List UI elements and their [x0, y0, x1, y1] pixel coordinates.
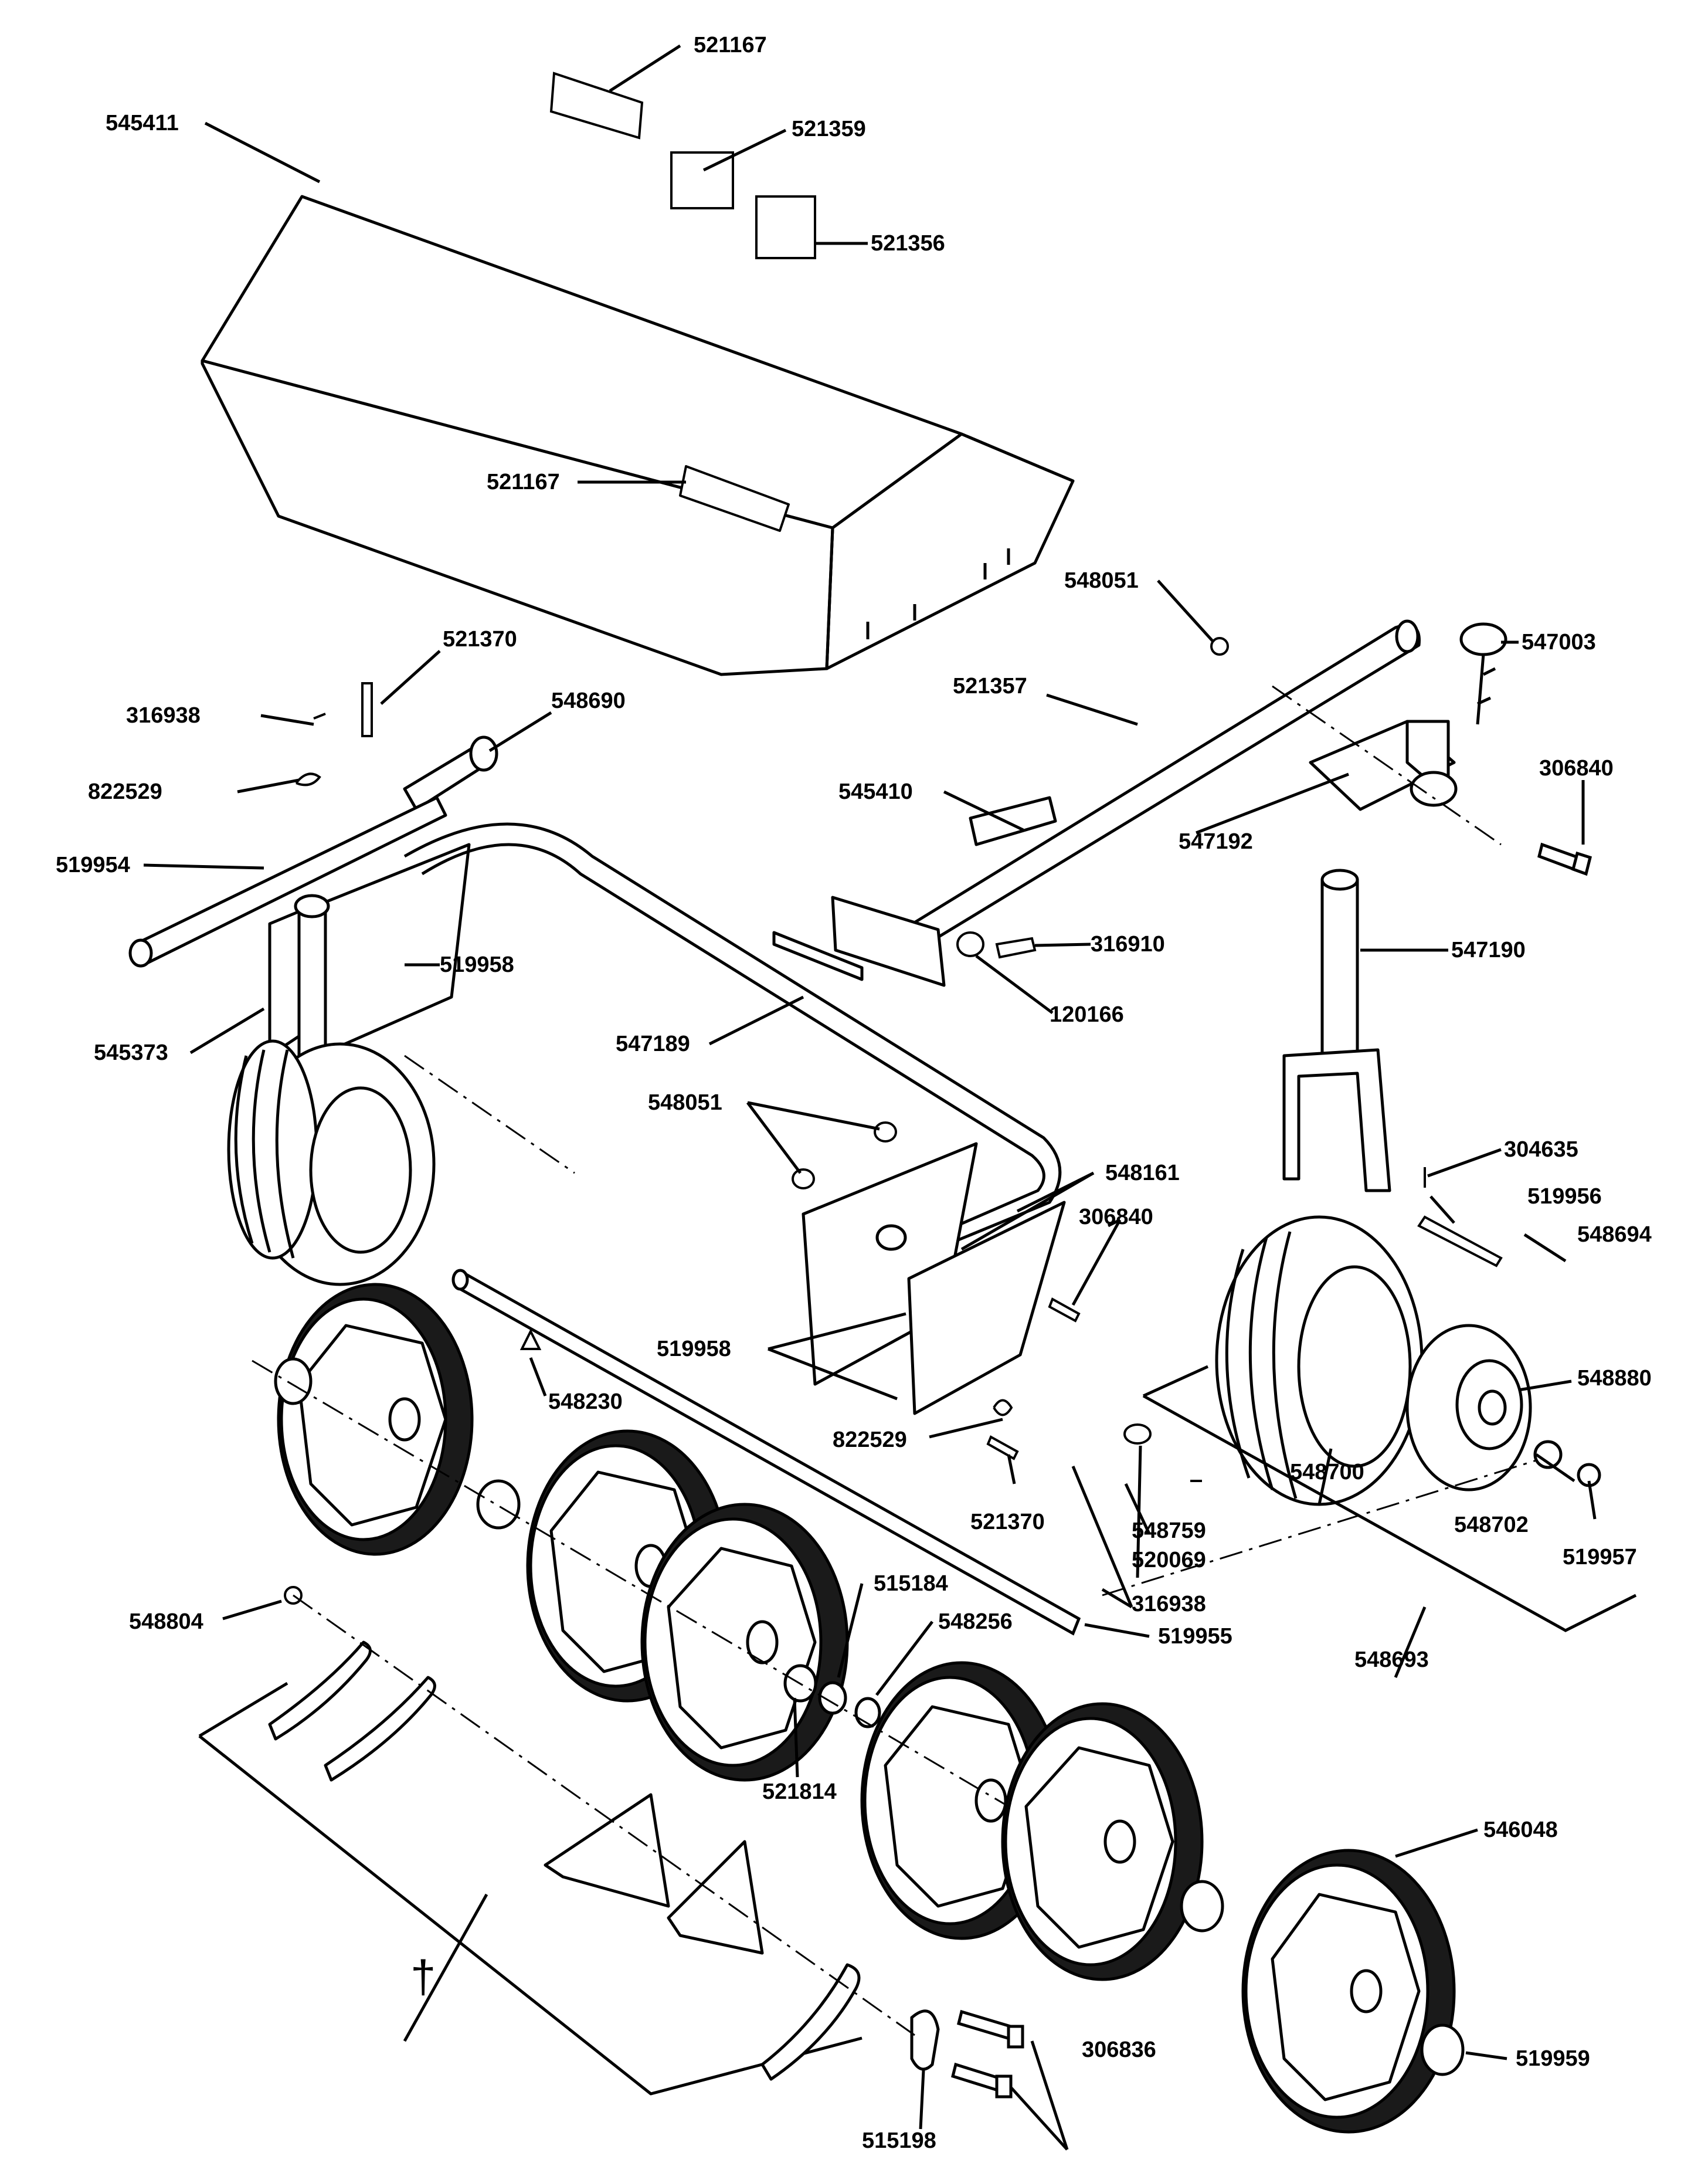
callout-306836: 306836	[1082, 2038, 1156, 2062]
handle-tube	[772, 619, 1421, 987]
callout-548051-top: 548051	[1064, 568, 1139, 593]
tine-disc-1	[277, 1283, 474, 1556]
callout-316938-top: 316938	[126, 703, 201, 728]
callout-548694: 548694	[1577, 1222, 1652, 1247]
callout-521814: 521814	[762, 1779, 837, 1804]
callout-515184: 515184	[874, 1571, 948, 1596]
main-frame-547189	[403, 822, 1062, 1245]
tine-disc-5	[1001, 1702, 1204, 1981]
callout-548700: 548700	[1290, 1460, 1364, 1484]
callout-519955: 519955	[1158, 1624, 1232, 1649]
left-caster-assembly	[128, 735, 498, 1286]
shaft-519955	[451, 1269, 1081, 1636]
callout-dagger: †	[410, 1951, 436, 2002]
callout-546048: 546048	[1483, 1818, 1558, 1842]
callout-548759: 548759	[1132, 1518, 1206, 1543]
callout-521370-top: 521370	[443, 627, 517, 652]
callout-316938-mid: 316938	[1132, 1592, 1206, 1616]
bracket-547192	[1309, 720, 1458, 811]
callout-519959: 519959	[1516, 2046, 1590, 2071]
callout-545410: 545410	[838, 779, 913, 804]
callout-547192: 547192	[1179, 829, 1253, 854]
callout-822529-mid: 822529	[833, 1428, 907, 1452]
callout-316910: 316910	[1091, 932, 1165, 957]
callout-548693: 548693	[1354, 1647, 1429, 1672]
tine-disc-3	[640, 1503, 849, 1782]
small-pins-upper-left	[295, 682, 373, 787]
bracket-and-bolts	[910, 2009, 1024, 2099]
callout-521370-mid: 521370	[970, 1510, 1045, 1534]
callout-545411: 545411	[106, 111, 179, 135]
bolt-306840-upper	[1537, 842, 1592, 876]
callout-822529-top: 822529	[88, 779, 162, 804]
tine-disc-6	[1241, 1849, 1456, 2134]
callout-519957: 519957	[1563, 1545, 1637, 1569]
callout-515198: 515198	[862, 2128, 936, 2153]
callout-120166: 120166	[1050, 1002, 1124, 1027]
callout-520069: 520069	[1132, 1548, 1206, 1572]
callout-519958-left: 519958	[440, 952, 514, 977]
callout-521167-top: 521167	[694, 33, 767, 57]
callout-521359: 521359	[792, 117, 866, 141]
callout-547190: 547190	[1451, 938, 1526, 962]
tine-discs	[277, 1283, 1456, 2134]
callout-548051-mid: 548051	[648, 1090, 722, 1115]
scraper-kit	[198, 1640, 863, 2096]
callout-521167-side: 521167	[487, 470, 560, 494]
callout-519954: 519954	[56, 853, 130, 877]
callout-545373: 545373	[94, 1040, 168, 1065]
callout-548256: 548256	[938, 1609, 1013, 1634]
callout-548161: 548161	[1105, 1161, 1180, 1185]
callout-519956: 519956	[1527, 1184, 1602, 1209]
hopper-cover	[201, 195, 1075, 676]
callout-547189: 547189	[616, 1032, 690, 1056]
kit-outline-548693	[1142, 1365, 1637, 1632]
top-decals	[549, 72, 816, 259]
centerlines	[252, 685, 1537, 2036]
callout-548230: 548230	[548, 1389, 623, 1414]
callout-306840-upper: 306840	[1539, 756, 1614, 781]
callout-548880: 548880	[1577, 1366, 1652, 1391]
axle-519956	[1417, 1215, 1503, 1267]
spacers	[274, 1357, 1465, 2076]
right-wheel-548700	[1215, 1215, 1424, 1506]
callout-548804: 548804	[129, 1609, 203, 1634]
callout-304635: 304635	[1504, 1137, 1578, 1162]
callout-521356: 521356	[871, 231, 945, 256]
leader-lines	[143, 44, 1597, 2151]
callout-548690: 548690	[551, 689, 626, 713]
tine-disc-4	[860, 1661, 1063, 1940]
callout-306840-lower: 306840	[1079, 1205, 1153, 1229]
callout-548702: 548702	[1454, 1513, 1529, 1537]
callout-519958-center: 519958	[657, 1337, 731, 1361]
center-side-plates	[802, 1142, 1066, 1415]
hub-548880	[1405, 1324, 1601, 1491]
callout-521357: 521357	[953, 674, 1027, 699]
hitch-pin-547003	[1459, 622, 1507, 725]
right-caster-547190	[1282, 869, 1391, 1192]
callout-547003: 547003	[1522, 630, 1596, 655]
